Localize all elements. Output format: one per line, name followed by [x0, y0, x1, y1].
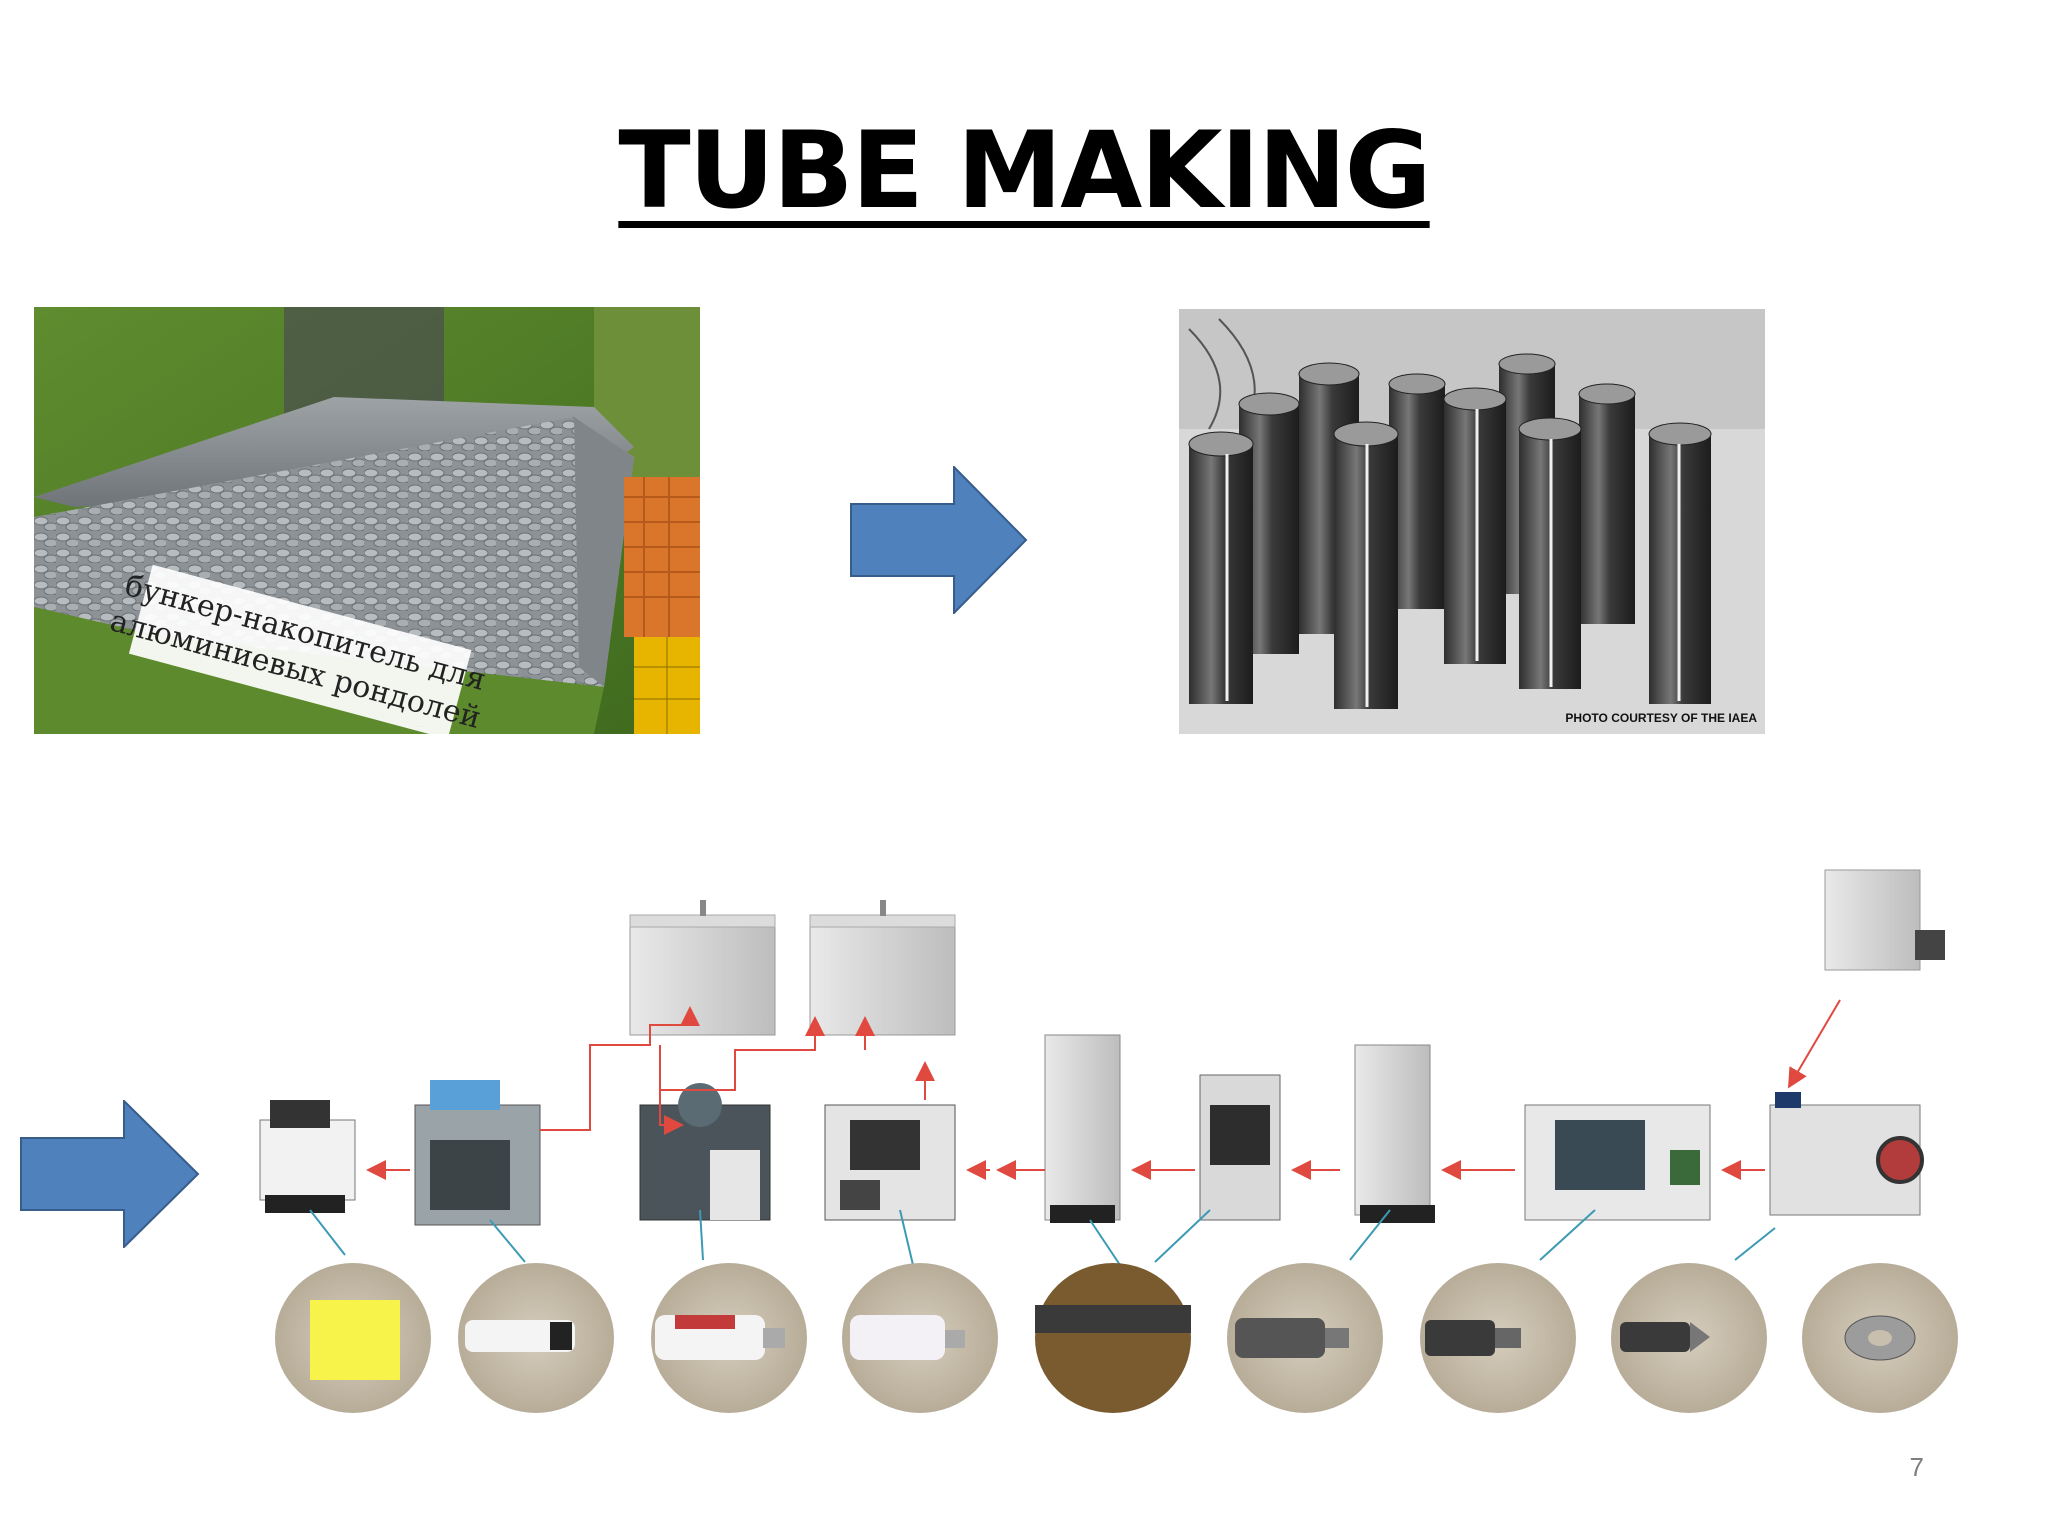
- sample-9: [1802, 1263, 1958, 1413]
- sample-1: [275, 1263, 431, 1413]
- slide-title: TUBE MAKING: [618, 109, 1431, 232]
- machine-6: [1199, 1074, 1281, 1221]
- hopper-photo-credit: …: [414, 718, 425, 730]
- right-arrow-icon: [20, 1100, 200, 1248]
- machine-3: [639, 1083, 771, 1221]
- tubes-photo-credit: PHOTO COURTESY OF THE IAEA: [1565, 711, 1757, 725]
- sample-5: [1035, 1263, 1191, 1413]
- tubes-photo: PHOTO COURTESY OF THE IAEA: [1179, 309, 1765, 734]
- sample-4: [842, 1263, 998, 1413]
- machine-4: [824, 1104, 956, 1221]
- machine-2: [414, 1080, 541, 1226]
- machine-9: [1769, 1092, 1924, 1216]
- production-line-diagram: [259, 869, 1958, 1413]
- sample-6: [1227, 1263, 1383, 1413]
- drying-oven-2: [809, 900, 956, 1036]
- machine-1: [259, 1100, 356, 1213]
- slug-feeder: [1824, 869, 1945, 971]
- hopper-photo: бункер-накопитель для алюминиевых рондол…: [34, 307, 700, 734]
- machine-7: [1354, 1044, 1435, 1223]
- machine-5: [1044, 1034, 1121, 1223]
- right-arrow-icon: [850, 466, 1028, 614]
- sample-7: [1420, 1263, 1576, 1413]
- sample-2: [458, 1263, 614, 1413]
- machine-8: [1524, 1104, 1711, 1221]
- drying-oven-1: [629, 900, 776, 1036]
- sample-8: [1611, 1263, 1767, 1413]
- page-number: 7: [1909, 1452, 1924, 1482]
- sample-3: [651, 1263, 807, 1413]
